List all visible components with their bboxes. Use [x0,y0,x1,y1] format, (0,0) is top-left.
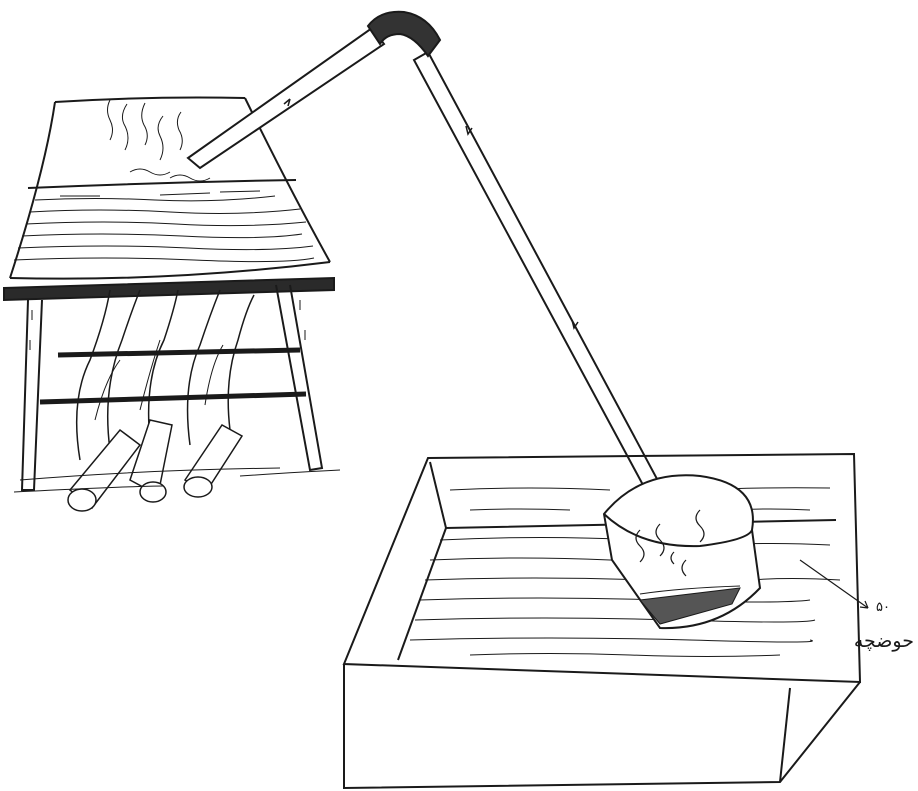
cooling-pipe-end [604,475,760,628]
pipe [188,28,664,498]
boiling-pot [10,98,330,279]
pipe-elbow [368,12,440,56]
wooden-stand [4,278,334,490]
callout-label: حوضچه [848,630,914,652]
basin [344,454,860,788]
callout-number: ۵۰ [876,600,890,615]
